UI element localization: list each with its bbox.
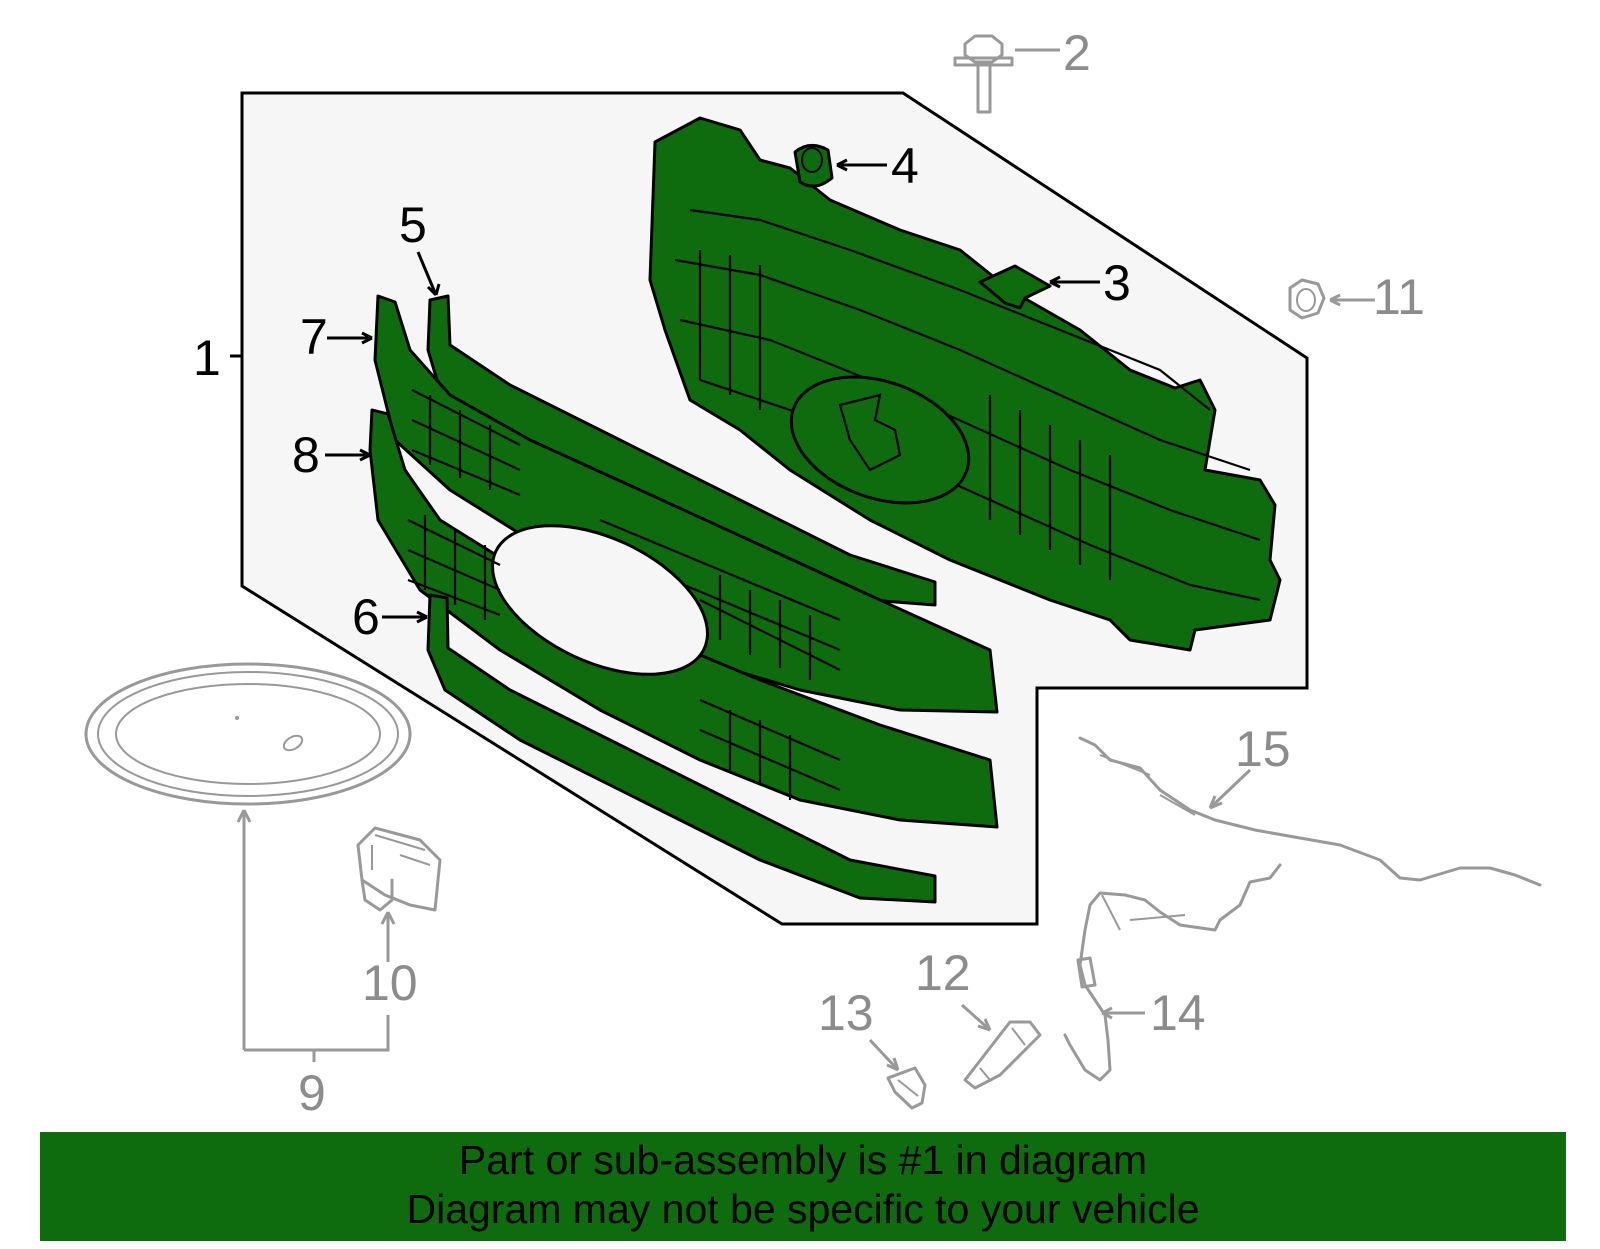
callout-6: 6 bbox=[352, 589, 380, 645]
harness-part-14 bbox=[1063, 863, 1282, 1082]
sensor-part-12 bbox=[963, 1020, 1042, 1090]
callout-3: 3 bbox=[1103, 255, 1131, 311]
leader-12 bbox=[961, 1003, 992, 1032]
nut-part-11 bbox=[1288, 278, 1326, 320]
callout-10: 10 bbox=[362, 955, 418, 1011]
lower-molding-part bbox=[426, 593, 937, 904]
leader-8 bbox=[325, 448, 371, 462]
banner-line-1: Part or sub-assembly is #1 in diagram bbox=[458, 1137, 1148, 1183]
leader-3 bbox=[1049, 275, 1100, 289]
callout-1: 1 bbox=[193, 330, 221, 386]
leader-9 bbox=[236, 809, 390, 1062]
emblem-part-9 bbox=[84, 662, 412, 806]
leader-6 bbox=[382, 610, 428, 624]
lower-grille-insert-part bbox=[368, 408, 999, 829]
emblem-cutout bbox=[491, 524, 709, 676]
callout-9: 9 bbox=[298, 1065, 326, 1121]
main-grille-part bbox=[648, 116, 1282, 652]
clip-part-13 bbox=[886, 1066, 927, 1110]
callout-11: 11 bbox=[1373, 269, 1425, 325]
banner-line-2: Diagram may not be specific to your vehi… bbox=[406, 1186, 1200, 1232]
leader-5 bbox=[416, 251, 441, 297]
leader-15 bbox=[1208, 768, 1252, 810]
bolt-part-2 bbox=[953, 34, 1014, 114]
bushing-top bbox=[801, 147, 823, 173]
leader-14 bbox=[1101, 1006, 1145, 1020]
clip-part-3 bbox=[978, 264, 1052, 310]
callout-12: 12 bbox=[915, 945, 971, 1001]
callout-2: 2 bbox=[1063, 25, 1091, 81]
callout-4: 4 bbox=[891, 138, 919, 194]
harness-part-15 bbox=[1078, 736, 1542, 887]
upper-insert-grid bbox=[411, 389, 841, 680]
leader-11 bbox=[1329, 293, 1375, 307]
callout-15: 15 bbox=[1235, 721, 1291, 777]
leader-7 bbox=[327, 331, 373, 345]
grille-emblem-opening bbox=[789, 375, 971, 505]
leader-10 bbox=[380, 911, 396, 962]
lower-insert-grid bbox=[407, 515, 841, 800]
callout-14: 14 bbox=[1150, 985, 1206, 1041]
callout-5: 5 bbox=[399, 197, 427, 253]
info-banner: Part or sub-assembly is #1 in diagram Di… bbox=[40, 1132, 1566, 1241]
leader-13 bbox=[868, 1038, 900, 1072]
camera-part-10 bbox=[356, 826, 442, 912]
callout-13: 13 bbox=[818, 985, 874, 1041]
upper-grille-insert-part bbox=[373, 294, 999, 714]
callout-8: 8 bbox=[292, 427, 320, 483]
leader-4 bbox=[836, 158, 887, 172]
callout-7: 7 bbox=[300, 309, 328, 365]
bushing-part-4 bbox=[793, 144, 834, 188]
